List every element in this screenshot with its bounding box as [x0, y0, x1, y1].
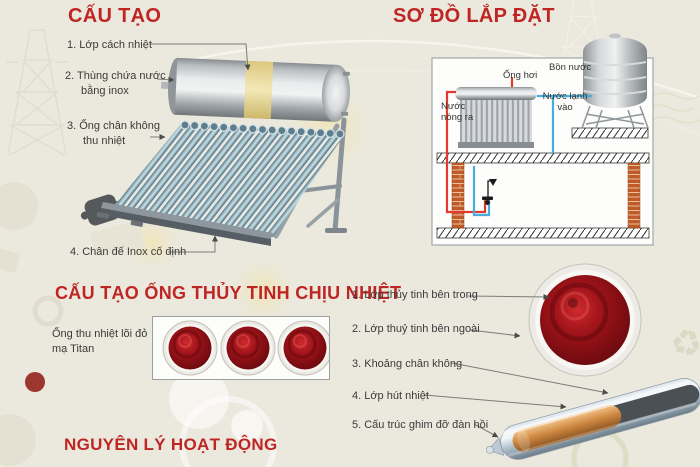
collector	[455, 87, 537, 148]
layer-label-2: 2. Lớp thuỷ tinh bên ngoài	[352, 323, 480, 335]
cold-water-pipe	[472, 94, 592, 217]
brick-column-right	[627, 162, 641, 229]
copper-heat-pipe	[512, 405, 622, 452]
section-title-so-do-lap-dat: SƠ ĐỒ LẮP ĐẶT	[393, 5, 555, 27]
section-title-ong-thuy-tinh: CẤU TẠO ỐNG THỦY TINH CHỊU NHIỆT	[55, 283, 402, 303]
tube-cross-section-box	[152, 316, 330, 380]
layer-label-1: 1. Lớp thủy tinh bên trong	[352, 289, 478, 301]
section-title-cau-tao: CẤU TẠO	[68, 5, 162, 27]
tube-cross-section	[220, 320, 276, 376]
label-lop-cach-nhiet: 1. Lớp cách nhiệt	[67, 39, 152, 51]
label-line: bằng inox	[81, 84, 129, 97]
layer-label-4: 4. Lớp hút nhiệt	[352, 390, 429, 402]
white-ring-watermark	[179, 396, 277, 467]
glass-tube-illustration	[485, 378, 700, 460]
tube-cross-section	[162, 320, 218, 376]
label-line: 2. Thùng chứa nước	[65, 70, 166, 82]
base-rail	[96, 202, 273, 246]
label-line: 3. Ống chân không	[67, 120, 160, 132]
white-circle-watermark	[169, 369, 229, 429]
left-edge-watermarks	[0, 182, 145, 466]
caption-line: mạ Titan	[52, 342, 95, 355]
caption-line: Ống thu nhiệt lõi đỏ	[52, 328, 148, 340]
tube-caps	[180, 120, 345, 139]
vacuum-tube-array	[109, 124, 345, 237]
section-title-nguyen-ly: NGUYÊN LÝ HOẠT ĐỘNG	[64, 435, 278, 454]
large-tube-cross-section	[528, 263, 642, 377]
tube-cross-section	[277, 320, 329, 376]
shower-fixture	[482, 179, 497, 205]
pylon-watermark-left	[6, 29, 68, 156]
white-circle-watermark	[231, 410, 263, 442]
installation-diagram	[431, 33, 654, 246]
label-thung-chua-nuoc: 2. Thùng chứa nước bằng inox	[65, 69, 166, 98]
concrete-slabs	[436, 127, 650, 239]
label-chan-de-inox: 4. Chân đế Inox cố định	[70, 246, 187, 258]
label-ong-chan-khong: 3. Ống chân không thu nhiệt	[67, 119, 160, 148]
glow-watermark	[233, 261, 293, 321]
storage-tank	[160, 57, 350, 122]
layer-label-3: 3. Khoảng chân không	[352, 358, 463, 370]
label-nuoc-lanh-vao: Nước lạnh vào	[542, 91, 588, 114]
solar-heater-illustration	[96, 57, 350, 246]
hot-water-pipe	[445, 77, 514, 214]
caption-ong-thu-nhiet: Ống thu nhiệt lõi đỏ mạ Titan	[52, 327, 147, 356]
tube-cross-sections	[162, 320, 329, 376]
label-bon-nuoc: Bồn nước	[549, 62, 592, 73]
label-nuoc-nong-ra: Nước nóng ra	[441, 101, 474, 124]
water-tank	[581, 33, 649, 129]
label-line: thu nhiệt	[83, 134, 126, 147]
label-ong-hoi: Ống hơi	[503, 70, 538, 81]
layer-label-5: 5. Cấu trúc ghim đỡ đàn hồi	[352, 419, 489, 431]
